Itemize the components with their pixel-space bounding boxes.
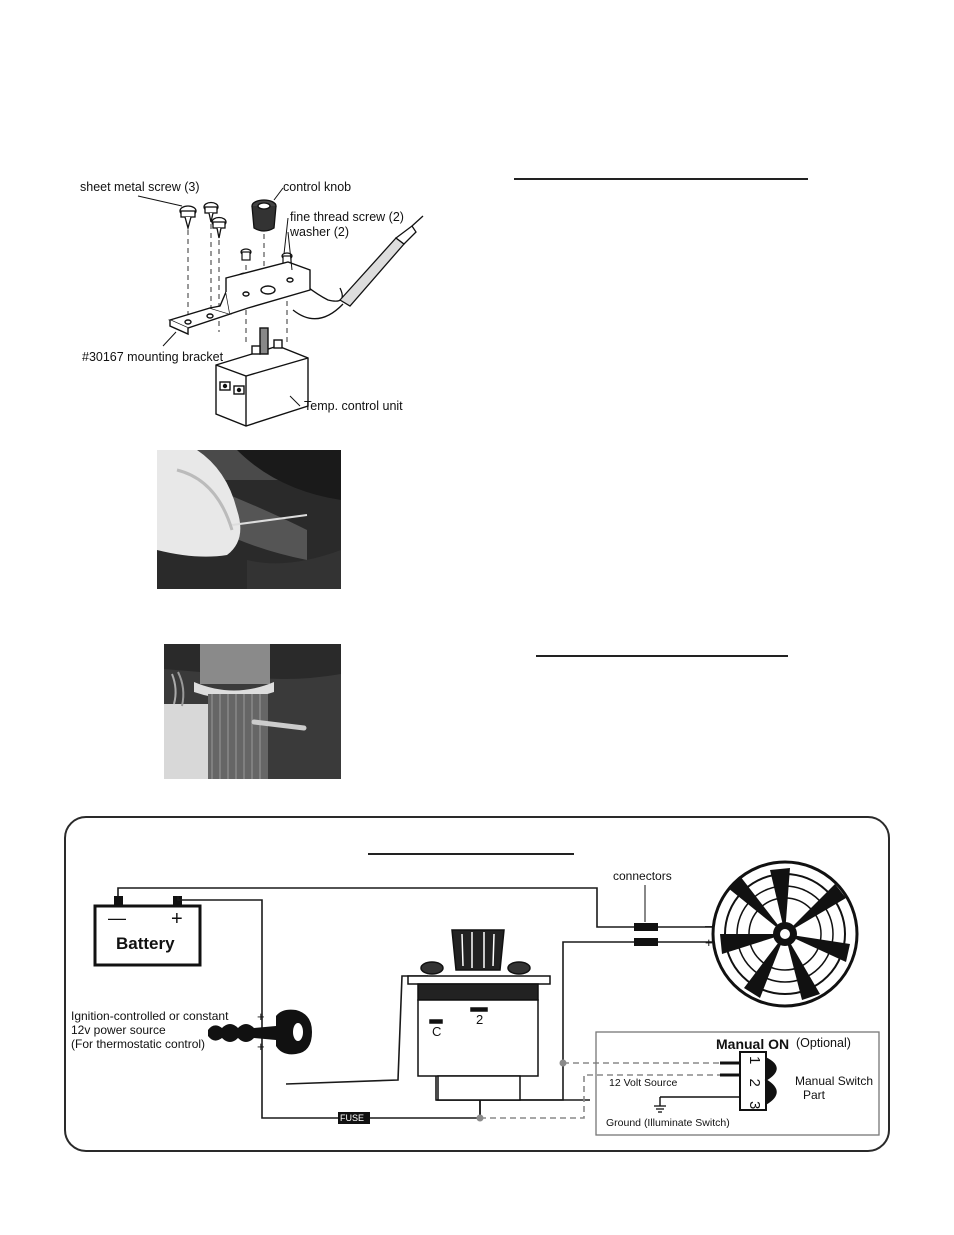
label-mounting-bracket: #30167 mounting bracket bbox=[82, 350, 224, 364]
installation-photo-radiator bbox=[164, 644, 341, 779]
terminal-c-label: C bbox=[432, 1024, 442, 1039]
ground-icon bbox=[654, 1105, 666, 1113]
power-source-line-3: (For thermostatic control) bbox=[71, 1037, 206, 1051]
terminal-2-label: 2 bbox=[476, 1012, 484, 1027]
connector-minus-icon bbox=[634, 923, 658, 931]
ground-label: Ground (Illuminate Switch) bbox=[606, 1117, 730, 1129]
switch-pins-label: 1 2 3 bbox=[746, 1056, 763, 1115]
control-knob-icon bbox=[251, 199, 277, 232]
installation-photo-probe bbox=[157, 450, 341, 589]
junction-dot bbox=[476, 1114, 484, 1122]
label-temp-control-unit: Temp. control unit bbox=[304, 399, 403, 413]
exploded-view-drawing bbox=[137, 187, 424, 427]
sheet-metal-screw-icon bbox=[179, 201, 227, 239]
mounting-bracket-icon bbox=[167, 261, 311, 336]
heading-rule-top bbox=[514, 178, 808, 180]
power-source-line-1: Ignition-controlled or constant bbox=[71, 1009, 229, 1023]
wiring-diagram-panel bbox=[64, 816, 890, 1152]
junction-dot bbox=[559, 1059, 567, 1067]
key-icon bbox=[208, 1009, 312, 1055]
manual-switch-part-line-2: Part bbox=[803, 1088, 826, 1102]
leader-lines bbox=[137, 187, 301, 407]
power-source-line-2: 12v power source bbox=[71, 1023, 166, 1037]
optional-label: (Optional) bbox=[796, 1036, 851, 1050]
manual-switch-icon bbox=[659, 1051, 777, 1111]
key-plus-bottom-label: + bbox=[257, 1039, 265, 1054]
solid-wires bbox=[117, 887, 712, 1119]
capillary-bulb-icon bbox=[282, 215, 424, 320]
wiring-heading-rule bbox=[368, 853, 574, 855]
battery-icon bbox=[93, 896, 202, 967]
manual-switch-box bbox=[595, 1031, 880, 1136]
fan-minus-label: – bbox=[705, 918, 713, 933]
twelve-volt-source-label: 12 Volt Source bbox=[609, 1077, 678, 1089]
key-plus-top-label: + bbox=[257, 1009, 265, 1024]
temp-control-switch-icon bbox=[407, 929, 551, 1101]
fuse-label: FUSE bbox=[340, 1113, 365, 1123]
exploded-view-figure: sheet metal screw (3) control knob fine … bbox=[78, 170, 426, 438]
label-sheet-metal-screw: sheet metal screw (3) bbox=[80, 180, 200, 194]
battery-plus-label: + bbox=[171, 908, 183, 930]
label-fine-thread-screw: fine thread screw (2) bbox=[290, 210, 404, 224]
photo-probe-render bbox=[157, 450, 341, 589]
manual-switch-part-line-1: Manual Switch bbox=[795, 1074, 874, 1088]
fuse-icon bbox=[338, 1112, 370, 1124]
photo-radiator-render bbox=[164, 644, 341, 779]
battery-minus-label: — bbox=[108, 908, 126, 928]
manual-on-label: Manual ON bbox=[716, 1036, 790, 1052]
connector-plus-icon bbox=[634, 938, 658, 946]
fan-icon bbox=[711, 860, 859, 1008]
dashed-wires bbox=[480, 1062, 735, 1119]
fan-plus-label: + bbox=[705, 935, 713, 950]
temp-control-unit-icon bbox=[215, 327, 309, 427]
connectors-label: connectors bbox=[613, 869, 672, 883]
label-washer: washer (2) bbox=[290, 225, 350, 239]
battery-label: Battery bbox=[116, 934, 175, 953]
label-control-knob: control knob bbox=[283, 180, 352, 194]
heading-rule-middle bbox=[536, 655, 788, 657]
